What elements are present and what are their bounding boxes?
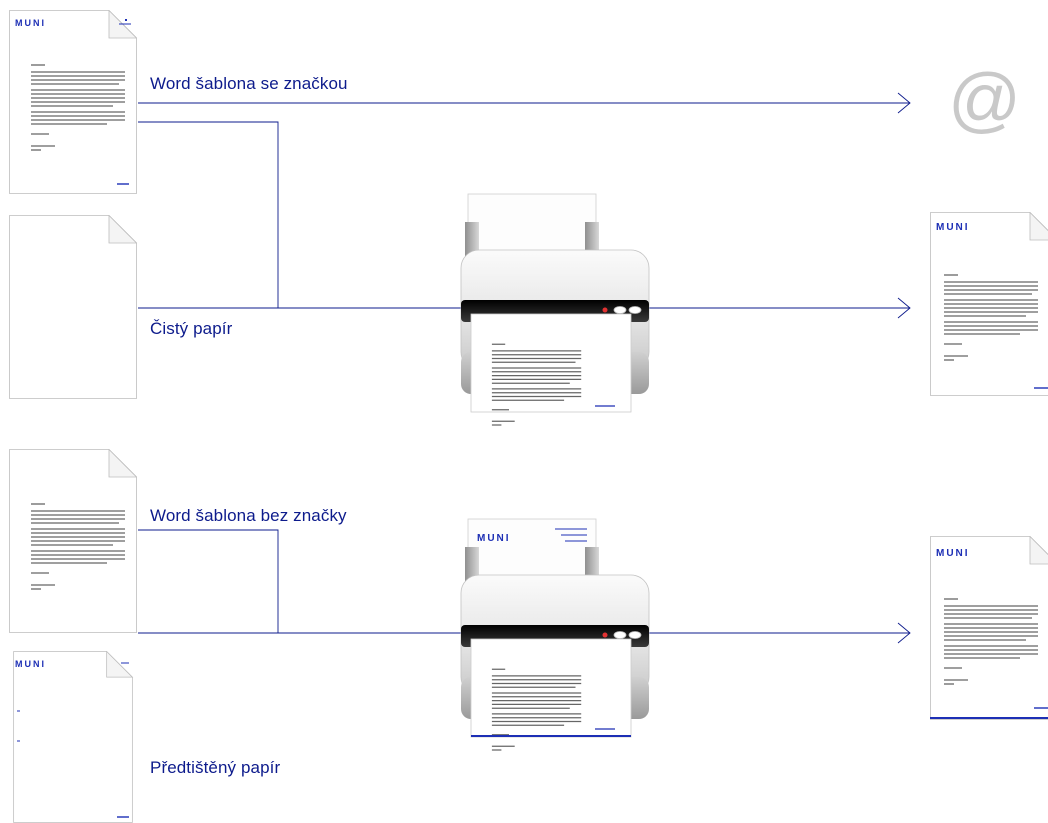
doc-word-template-with-logo: MUNI <box>9 10 137 194</box>
doc-word-template-without-logo <box>9 449 137 633</box>
svg-text:MUNI: MUNI <box>936 222 970 233</box>
printer-bottom: MUNI <box>460 518 650 751</box>
svg-text:MUNI: MUNI <box>15 659 46 669</box>
label-blank-paper: Čistý papír <box>150 319 233 338</box>
doc-blank-paper <box>9 215 137 399</box>
printer-top <box>460 193 650 426</box>
label-word-template-without-logo: Word šablona bez značky <box>150 506 347 525</box>
email-at-symbol: @ <box>948 60 1021 140</box>
label-word-template-with-logo: Word šablona se značkou <box>150 74 348 93</box>
doc-preprinted-paper: MUNI <box>13 651 133 823</box>
output-doc-top: MUNI <box>930 212 1048 396</box>
muni-logo: MUNI <box>15 18 46 28</box>
muni-logo: MUNI <box>477 533 511 544</box>
output-doc-bottom: MUNI <box>930 536 1048 720</box>
label-preprinted-paper: Předtištěný papír <box>150 758 281 777</box>
svg-text:MUNI: MUNI <box>936 548 970 559</box>
